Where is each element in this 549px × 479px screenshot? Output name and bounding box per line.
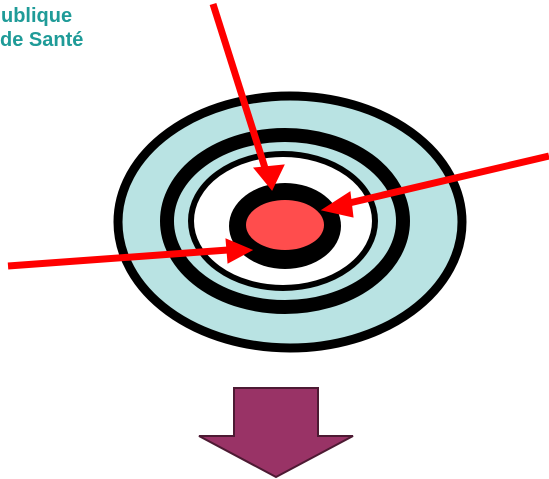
bullseye-target-icon [118, 96, 462, 348]
target-center [246, 200, 324, 250]
down-arrow-icon [199, 388, 353, 477]
down-arrow-shape [199, 388, 353, 477]
